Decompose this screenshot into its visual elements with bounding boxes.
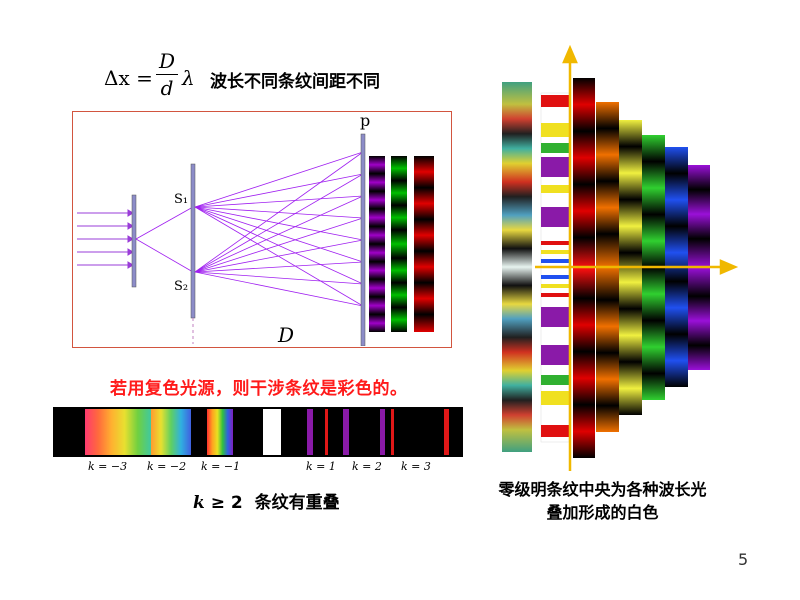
double-slit-diagram: p S₁ S₂ D	[72, 111, 452, 348]
formula-fraction: D d	[156, 50, 178, 99]
slit1-label: S₁	[174, 192, 188, 207]
fringe-pattern-red	[414, 156, 434, 332]
overlap-k: k	[193, 493, 205, 513]
ray-to-s1	[135, 206, 194, 240]
central-white-fringe	[263, 409, 281, 455]
double-slit-barrier	[190, 163, 196, 319]
spectrum-order-3	[444, 409, 449, 455]
order-label-minus1: k = −1	[201, 460, 241, 473]
ray-to-s2	[135, 238, 194, 273]
color-source-caption: 若用复色光源，则干涉条纹是彩色的。	[110, 379, 408, 399]
spectrum-order-minus1	[207, 409, 233, 455]
spectrum-order-2b	[380, 409, 385, 455]
order-label-minus2: k = −2	[147, 460, 187, 473]
zero-order-caption-line1: 零级明条纹中央为各种波长光	[498, 480, 707, 499]
zero-order-caption-line2: 叠加形成的白色	[546, 503, 659, 522]
order-label-3: k = 3	[401, 460, 431, 473]
spectrum-order-2a	[343, 409, 349, 455]
formula-lhs: Δx =	[104, 66, 153, 90]
axis-arrows	[535, 45, 739, 471]
order-label-minus3: k = −3	[88, 460, 128, 473]
formula-lambda: λ	[182, 66, 195, 90]
formula-numerator: D	[158, 49, 176, 73]
order-spectrum-strip	[53, 407, 463, 457]
fringe-columns-figure	[502, 45, 739, 471]
diffracted-rays	[194, 151, 364, 307]
order-label-1: k = 1	[306, 460, 336, 473]
overlap-rest: 条纹有重叠	[254, 493, 340, 513]
slit2-label: S₂	[174, 279, 188, 294]
spectrum-order-1b	[325, 409, 328, 455]
order-label-2: k = 2	[352, 460, 382, 473]
overlap-note: k ≥ 2 条纹有重叠	[193, 488, 340, 513]
vertical-axis-arrowhead	[562, 45, 578, 64]
screen-label: p	[360, 112, 370, 130]
zero-order-caption: 零级明条纹中央为各种波长光 叠加形成的白色	[470, 478, 735, 524]
distance-label: D	[277, 323, 294, 346]
fraction-bar	[156, 74, 178, 75]
fringe-pattern-purple	[369, 156, 385, 332]
screen-p	[360, 133, 366, 347]
spectrum-order-2c	[391, 409, 394, 455]
fringe-pattern-green	[391, 156, 407, 332]
double-slit-svg: p S₁ S₂ D	[77, 111, 434, 347]
page-number: 5	[738, 550, 749, 569]
photo-fringe-column	[502, 82, 532, 452]
overlap-relation: ≥ 2	[210, 493, 243, 513]
spectrum-order-1a	[307, 409, 313, 455]
formula-denominator: d	[160, 76, 174, 100]
slide-heading: 波长不同条纹间距不同	[210, 72, 380, 92]
horizontal-axis-arrowhead	[719, 259, 739, 275]
incoming-rays	[77, 209, 134, 269]
spectrum-order-minus2	[151, 409, 191, 455]
single-slit-barrier	[131, 194, 137, 288]
fringe-spacing-formula: Δx = D d λ	[104, 48, 204, 108]
spectrum-order-minus3	[85, 409, 151, 455]
